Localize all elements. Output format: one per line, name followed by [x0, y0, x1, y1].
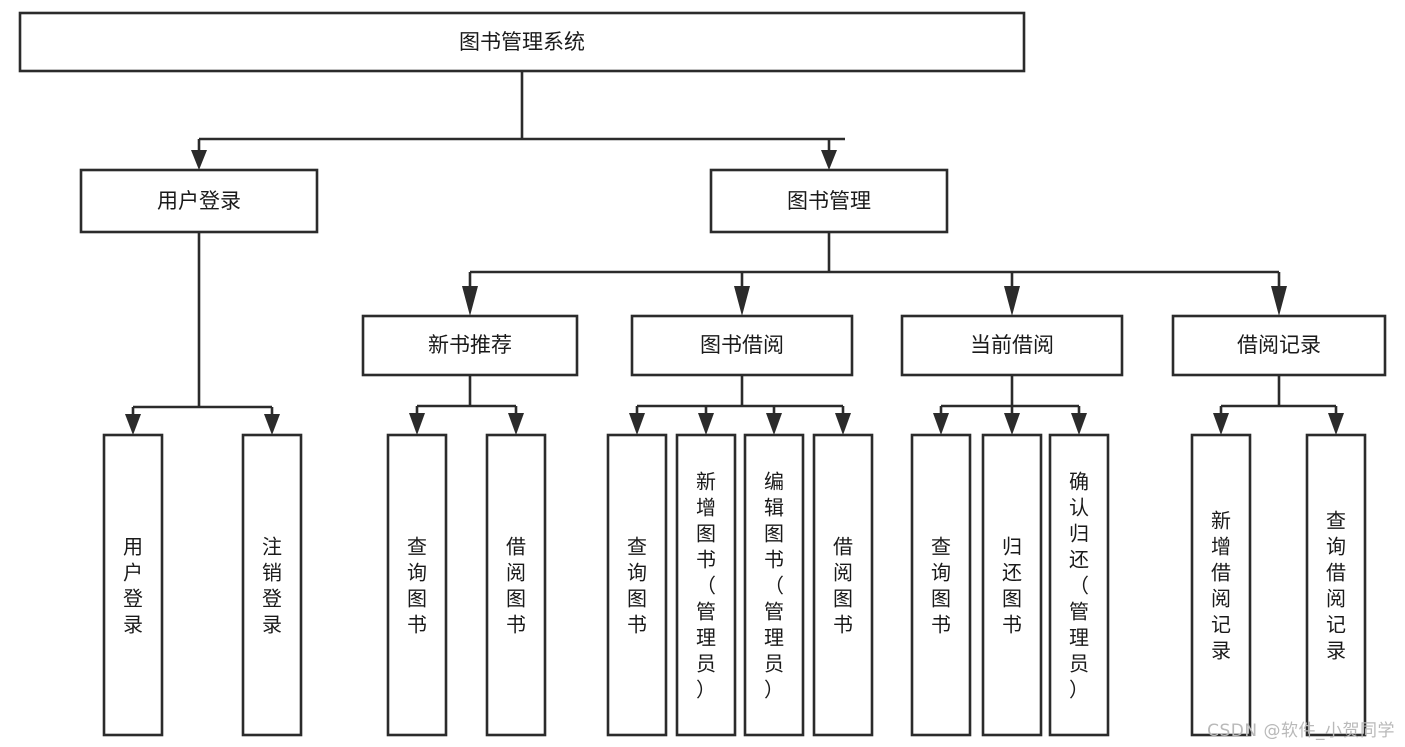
arrow-head-leaf-return-book: [1004, 413, 1020, 435]
node-leaf-query-book-current[interactable]: 查询图书: [910, 433, 972, 737]
node-book-management-box[interactable]: [709, 168, 949, 234]
arrow-head-new-book-recommend: [462, 286, 478, 316]
node-leaf-return-book-label: 归还图书: [1002, 534, 1022, 636]
node-leaf-borrow-book-box[interactable]: [812, 433, 874, 737]
node-borrow-record-label: 借阅记录: [1237, 333, 1321, 357]
node-leaf-borrow-book[interactable]: 借阅图书: [812, 433, 874, 737]
csdn-watermark: CSDN @软件_小贺同学: [1207, 721, 1395, 741]
node-user-login-label: 用户登录: [157, 189, 241, 213]
connector-layer: [125, 71, 1344, 435]
node-borrow-record[interactable]: 借阅记录: [1171, 314, 1387, 377]
node-leaf-return-book-box[interactable]: [981, 433, 1043, 737]
arrow-head-borrow-record: [1271, 286, 1287, 316]
node-leaf-borrow-book-rec[interactable]: 借阅图书: [485, 433, 547, 737]
node-root-label: 图书管理系统: [459, 30, 585, 54]
node-leaf-query-borrow-record[interactable]: 查询借阅记录: [1305, 433, 1367, 737]
node-leaf-confirm-return-label: 确认归还（管理员）: [1069, 469, 1089, 701]
node-leaf-return-book[interactable]: 归还图书: [981, 433, 1043, 737]
node-leaf-user-login-label: 用户登录: [123, 534, 143, 636]
node-leaf-user-logout[interactable]: 注销登录: [241, 433, 303, 737]
node-leaf-user-logout-label: 注销登录: [262, 534, 282, 636]
node-leaf-add-book-box[interactable]: [675, 433, 737, 737]
node-leaf-add-book[interactable]: 新增图书（管理员）: [675, 433, 737, 737]
node-leaf-query-book-borrow[interactable]: 查询图书: [606, 433, 668, 737]
node-leaf-borrow-book-rec-label: 借阅图书: [506, 534, 526, 636]
node-current-borrow-label: 当前借阅: [970, 333, 1054, 357]
arrow-head-current-borrow: [1004, 286, 1020, 316]
node-leaf-query-book-borrow-box[interactable]: [606, 433, 668, 737]
arrow-head-leaf-confirm-return: [1071, 413, 1087, 435]
node-book-management[interactable]: 图书管理: [709, 168, 949, 234]
arrow-head-leaf-add-borrow-record: [1213, 413, 1229, 435]
node-leaf-add-borrow-record-box[interactable]: [1190, 433, 1252, 737]
node-leaf-user-logout-box[interactable]: [241, 433, 303, 737]
node-leaf-borrow-book-label: 借阅图书: [833, 534, 853, 636]
node-leaf-query-book-rec[interactable]: 查询图书: [386, 433, 448, 737]
node-leaf-query-book-rec-box[interactable]: [386, 433, 448, 737]
node-leaf-edit-book[interactable]: 编辑图书（管理员）: [743, 433, 805, 737]
node-borrow-record-box[interactable]: [1171, 314, 1387, 377]
arrow-head-leaf-query-book-rec: [409, 413, 425, 435]
node-current-borrow-box[interactable]: [900, 314, 1124, 377]
node-book-borrow[interactable]: 图书借阅: [630, 314, 854, 377]
node-root-box[interactable]: [18, 11, 1026, 73]
arrow-head-user-login: [191, 150, 207, 170]
node-leaf-user-login-box[interactable]: [102, 433, 164, 737]
node-current-borrow[interactable]: 当前借阅: [900, 314, 1124, 377]
node-book-management-label: 图书管理: [787, 189, 871, 213]
node-book-borrow-label: 图书借阅: [700, 333, 784, 357]
node-leaf-confirm-return-box[interactable]: [1048, 433, 1110, 737]
node-leaf-user-login[interactable]: 用户登录: [102, 433, 164, 737]
arrow-head-leaf-user-logout: [264, 414, 280, 435]
node-new-book-recommend-box[interactable]: [361, 314, 579, 377]
arrow-head-leaf-edit-book: [766, 413, 782, 435]
node-leaf-add-borrow-record[interactable]: 新增借阅记录: [1190, 433, 1252, 737]
arrow-head-leaf-query-book-current: [933, 413, 949, 435]
node-leaf-query-book-current-box[interactable]: [910, 433, 972, 737]
node-leaf-add-book-label: 新增图书（管理员）: [696, 469, 716, 701]
node-leaf-confirm-return[interactable]: 确认归还（管理员）: [1048, 433, 1110, 737]
arrow-head-book-management: [821, 150, 837, 170]
node-leaf-query-borrow-record-box[interactable]: [1305, 433, 1367, 737]
node-leaf-borrow-book-rec-box[interactable]: [485, 433, 547, 737]
arrow-head-leaf-borrow-book: [835, 413, 851, 435]
node-leaf-edit-book-label: 编辑图书（管理员）: [764, 469, 784, 701]
node-leaf-edit-book-box[interactable]: [743, 433, 805, 737]
node-leaf-query-book-borrow-label: 查询图书: [627, 534, 647, 636]
arrow-head-leaf-query-borrow-record: [1328, 413, 1344, 435]
node-user-login[interactable]: 用户登录: [79, 168, 319, 234]
node-leaf-query-borrow-record-label: 查询借阅记录: [1326, 508, 1346, 662]
arrow-head-leaf-add-book: [698, 413, 714, 435]
node-book-borrow-box[interactable]: [630, 314, 854, 377]
arrow-head-book-borrow: [734, 286, 750, 316]
node-leaf-query-book-current-label: 查询图书: [931, 534, 951, 636]
node-new-book-recommend[interactable]: 新书推荐: [361, 314, 579, 377]
node-new-book-recommend-label: 新书推荐: [428, 333, 512, 357]
node-leaf-query-book-rec-label: 查询图书: [407, 534, 427, 636]
arrow-head-leaf-user-login: [125, 414, 141, 435]
node-root[interactable]: 图书管理系统: [18, 11, 1026, 73]
arrow-head-leaf-borrow-book-rec: [508, 413, 524, 435]
node-user-login-box[interactable]: [79, 168, 319, 234]
node-leaf-add-borrow-record-label: 新增借阅记录: [1211, 508, 1231, 662]
arrow-head-leaf-query-book-borrow: [629, 413, 645, 435]
